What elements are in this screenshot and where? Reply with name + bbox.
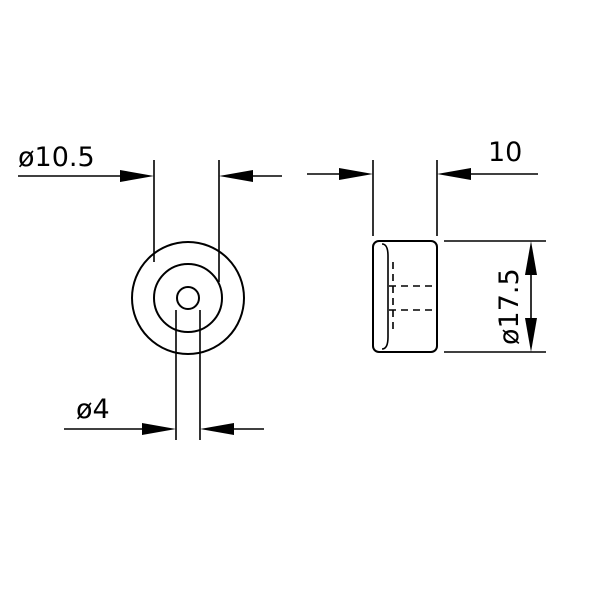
width-label: 10	[488, 137, 522, 168]
center-hole	[176, 286, 200, 310]
dimension-side-diameter: ø17.5	[444, 240, 546, 353]
arrowhead-left	[142, 423, 176, 435]
chamfer-curve	[381, 243, 389, 350]
dimension-width: 10	[307, 137, 538, 236]
arrowhead-right	[200, 423, 234, 435]
arrowhead-right	[219, 170, 253, 182]
front-view	[131, 241, 245, 355]
side-outline	[372, 240, 438, 353]
arrowhead-top	[525, 241, 537, 275]
arrowhead-bottom	[525, 318, 537, 352]
arrowhead-left	[339, 168, 373, 180]
middle-circle	[153, 263, 223, 333]
arrowhead-right	[437, 168, 471, 180]
outer-circle	[131, 241, 245, 355]
side-diameter-label: ø17.5	[494, 268, 525, 345]
outer-diameter-label: ø10.5	[18, 142, 95, 173]
side-view	[372, 240, 438, 353]
dimension-hole-diameter: ø4	[64, 310, 264, 440]
hole-diameter-label: ø4	[76, 394, 110, 425]
dimension-outer-diameter: ø10.5	[18, 142, 282, 282]
arrowhead-left	[120, 170, 154, 182]
